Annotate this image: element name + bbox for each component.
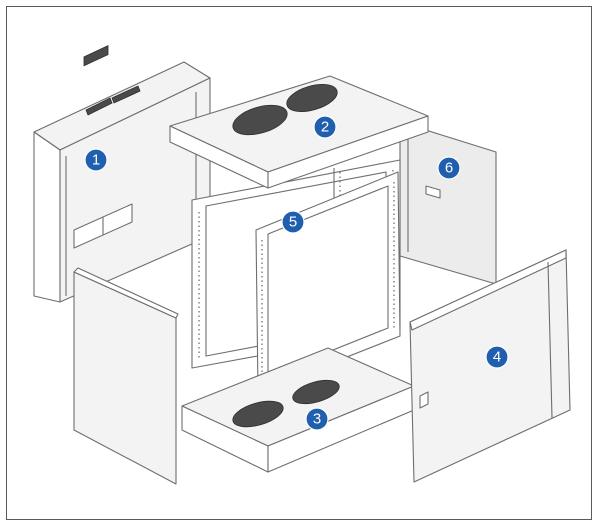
side-panel-right xyxy=(399,121,497,285)
badge-5-label: 5 xyxy=(289,214,297,231)
badge-6-label: 6 xyxy=(445,160,453,177)
cable-slot xyxy=(83,45,109,67)
badge-1-label: 1 xyxy=(92,152,100,169)
badge-1: 1 xyxy=(84,148,108,172)
badge-3: 3 xyxy=(305,407,329,431)
bottom-base xyxy=(181,347,415,473)
top-cover xyxy=(169,75,429,189)
badge-2: 2 xyxy=(313,115,337,139)
badge-4-label: 4 xyxy=(493,349,501,366)
side-lock xyxy=(425,185,441,199)
cable-slot-2 xyxy=(111,85,141,104)
rear-wall-panel xyxy=(33,45,211,303)
top-fan-vent-1 xyxy=(232,104,288,136)
badge-4: 4 xyxy=(485,345,509,369)
badge-5: 5 xyxy=(281,210,305,234)
badge-3-label: 3 xyxy=(313,411,321,428)
bottom-fan-vent-2 xyxy=(292,379,340,405)
badge-6: 6 xyxy=(437,156,461,180)
mounting-rails xyxy=(191,159,401,393)
door-lock xyxy=(419,391,429,409)
badge-2-label: 2 xyxy=(321,119,329,136)
bottom-fan-vent-1 xyxy=(232,400,284,428)
cable-slot-1 xyxy=(85,97,113,116)
top-fan-vent-2 xyxy=(286,84,338,112)
side-panel-left xyxy=(73,267,179,485)
